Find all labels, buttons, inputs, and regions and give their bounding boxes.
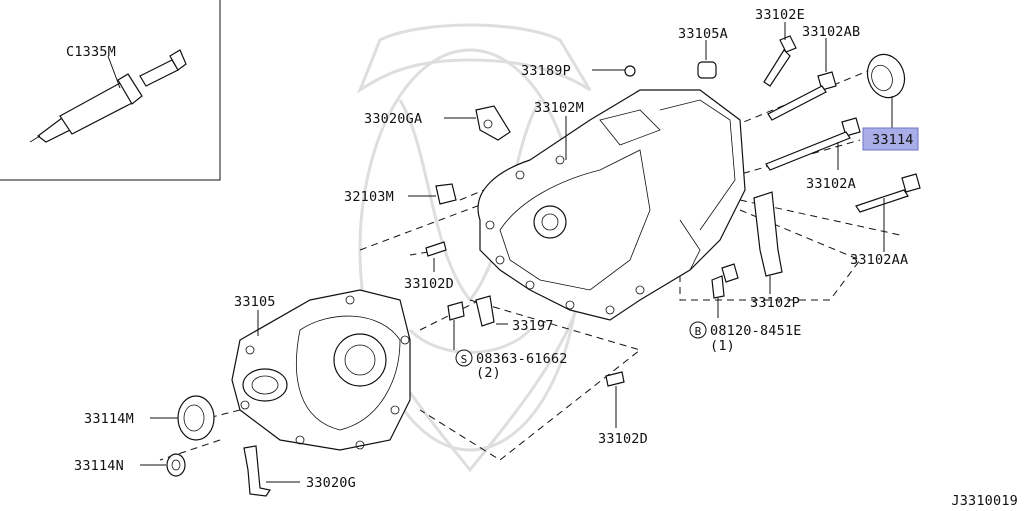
leader-lines bbox=[140, 22, 893, 483]
diagram-code: J3310019 bbox=[951, 493, 1018, 509]
label-33114[interactable]: 33114 bbox=[872, 132, 914, 148]
transfer-case-cover-lower bbox=[231, 289, 411, 451]
cover-bolt-holes bbox=[240, 295, 410, 450]
label-33114n[interactable]: 33114N bbox=[74, 458, 124, 474]
label-33189p[interactable]: 33189P bbox=[521, 63, 571, 79]
label-33102e[interactable]: 33102E bbox=[755, 7, 805, 23]
part-labels: 33102E 33105A 33102AB 33189P 33020GA 331… bbox=[74, 7, 914, 491]
label-33197[interactable]: 33197 bbox=[512, 318, 554, 334]
callout-b: B bbox=[689, 321, 707, 339]
grease-tube-icon bbox=[29, 49, 187, 143]
callout-s: S bbox=[455, 349, 473, 367]
housing-bolt-holes bbox=[485, 155, 645, 315]
label-33102p[interactable]: 33102P bbox=[750, 295, 800, 311]
label-33105a[interactable]: 33105A bbox=[678, 26, 728, 42]
selected-part-highlight bbox=[862, 127, 919, 151]
label-33114m[interactable]: 33114M bbox=[84, 411, 134, 427]
label-33102m[interactable]: 33102M bbox=[534, 100, 584, 116]
small-parts bbox=[166, 35, 921, 497]
label-33102d-lower[interactable]: 33102D bbox=[598, 431, 648, 447]
label-33102a[interactable]: 33102A bbox=[806, 176, 856, 192]
label-33102aa[interactable]: 33102AA bbox=[850, 252, 908, 268]
label-08363-qty: (2) bbox=[476, 365, 501, 381]
inset-part-label: C1335M bbox=[66, 44, 116, 60]
label-08120-8451e[interactable]: 08120-8451E bbox=[710, 323, 802, 339]
label-33102d-upper[interactable]: 33102D bbox=[404, 276, 454, 292]
transfer-case-housing-upper bbox=[477, 89, 746, 321]
label-32103m[interactable]: 32103M bbox=[344, 189, 394, 205]
svg-text:S: S bbox=[461, 353, 468, 366]
label-33105[interactable]: 33105 bbox=[234, 294, 276, 310]
label-33102ab[interactable]: 33102AB bbox=[802, 24, 860, 40]
label-33020g[interactable]: 33020G bbox=[306, 475, 356, 491]
inset-panel: C1335M bbox=[0, 0, 221, 181]
label-08120-qty: (1) bbox=[710, 338, 735, 354]
svg-text:B: B bbox=[695, 325, 702, 338]
label-08363-61662[interactable]: 08363-61662 bbox=[476, 351, 568, 367]
label-33020ga[interactable]: 33020GA bbox=[364, 111, 422, 127]
